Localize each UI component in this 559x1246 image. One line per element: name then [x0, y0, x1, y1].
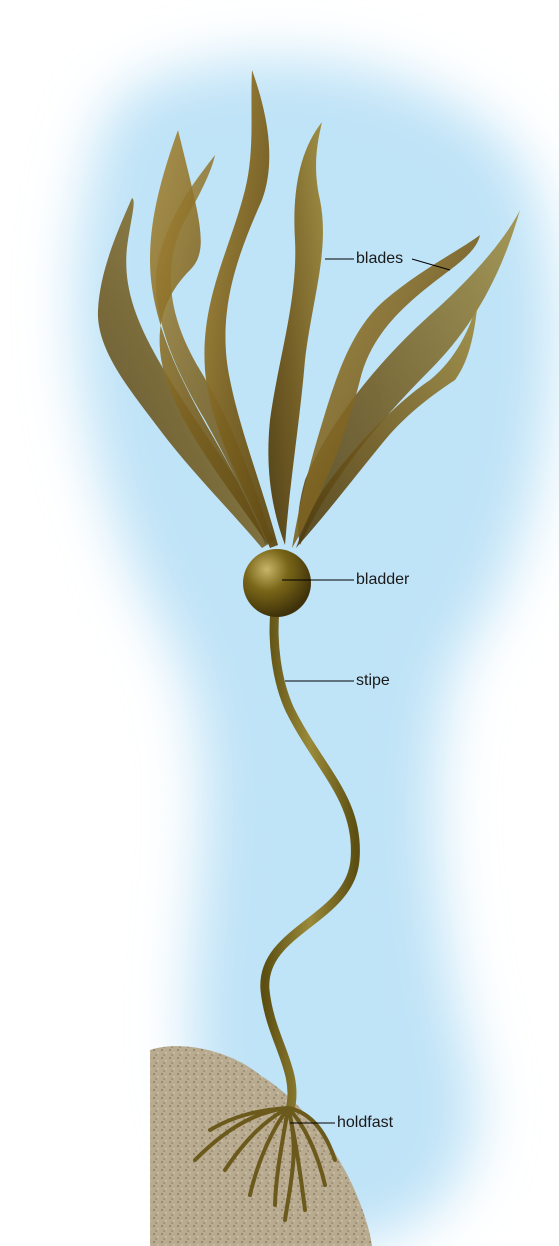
- label-stipe: stipe: [356, 673, 390, 689]
- label-blades: blades: [356, 251, 403, 267]
- label-holdfast: holdfast: [337, 1115, 393, 1131]
- label-bladder: bladder: [356, 572, 409, 588]
- bladder: [243, 549, 311, 617]
